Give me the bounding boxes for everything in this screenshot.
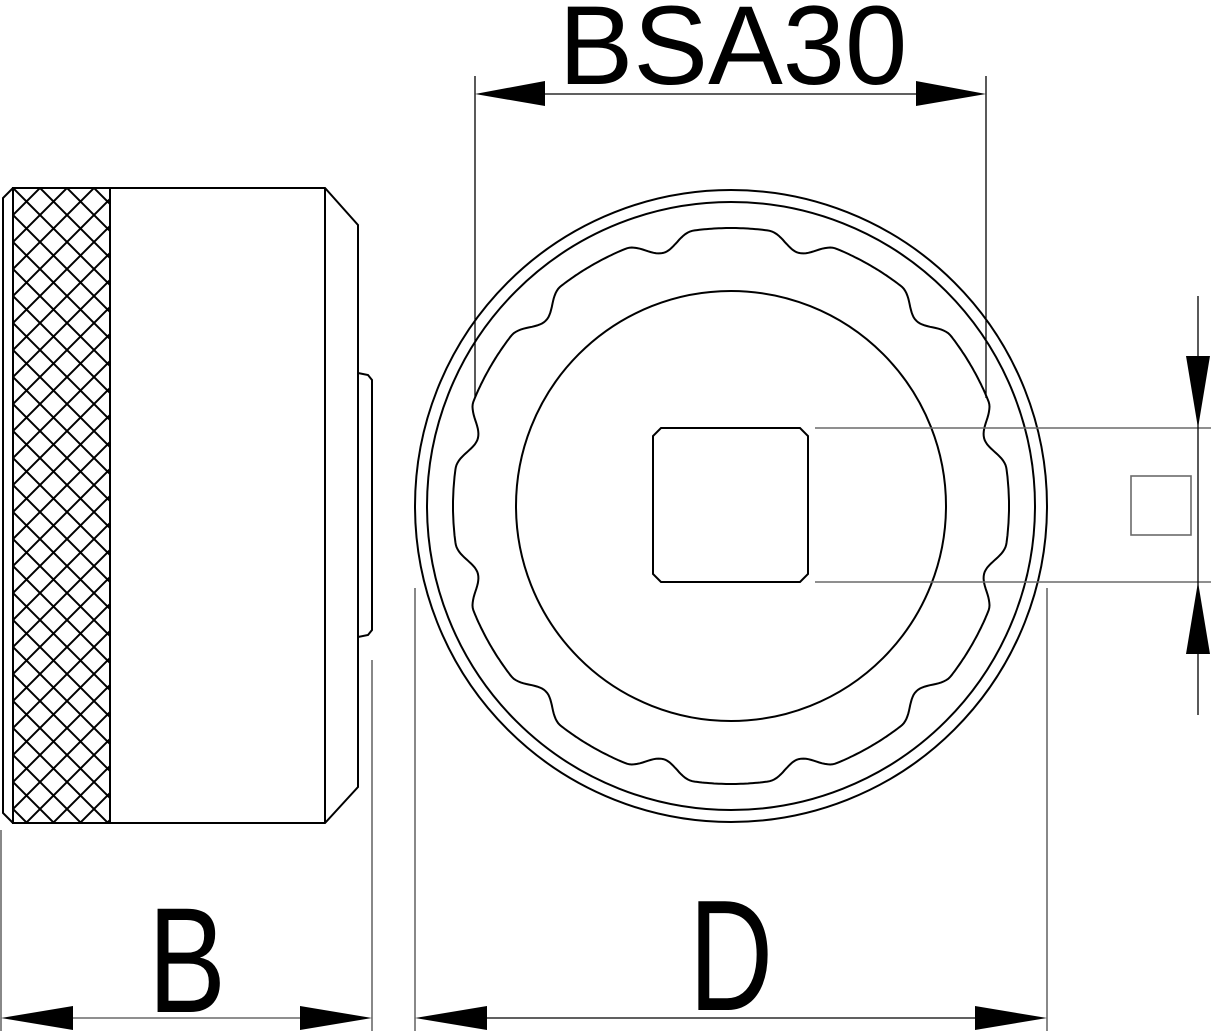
dimension-label-b: B xyxy=(148,876,226,1031)
outer-ring xyxy=(414,189,1048,823)
inner-bore xyxy=(515,290,947,722)
arrow-right-icon xyxy=(300,1006,372,1030)
notched-spline-profile xyxy=(452,227,1010,785)
dimension-drive xyxy=(815,296,1211,715)
front-view xyxy=(414,189,1048,823)
second-ring xyxy=(426,201,1036,811)
side-view xyxy=(2,187,373,824)
arrow-left-icon xyxy=(415,1006,487,1030)
arrow-right-icon xyxy=(916,81,986,106)
side-left-chamfer xyxy=(2,187,14,824)
side-body xyxy=(110,187,359,824)
arrow-up-icon xyxy=(1186,582,1210,654)
dimension-d: D xyxy=(414,588,1048,1031)
dimension-bsa30: BSA30 xyxy=(474,0,987,398)
arrow-left-icon xyxy=(475,81,545,106)
knurl-band xyxy=(13,188,110,823)
arrow-down-icon xyxy=(1186,356,1210,428)
dimension-label-d: D xyxy=(689,868,773,1031)
drive-square-symbol xyxy=(1130,475,1192,536)
arrow-left-icon xyxy=(1,1006,73,1030)
side-boss xyxy=(357,372,373,638)
knurl-outline xyxy=(12,187,111,824)
arrow-right-icon xyxy=(975,1006,1047,1030)
dimension-label-bsa30: BSA30 xyxy=(559,0,908,108)
dimension-b: B xyxy=(0,660,373,1031)
drive-square xyxy=(652,427,809,583)
